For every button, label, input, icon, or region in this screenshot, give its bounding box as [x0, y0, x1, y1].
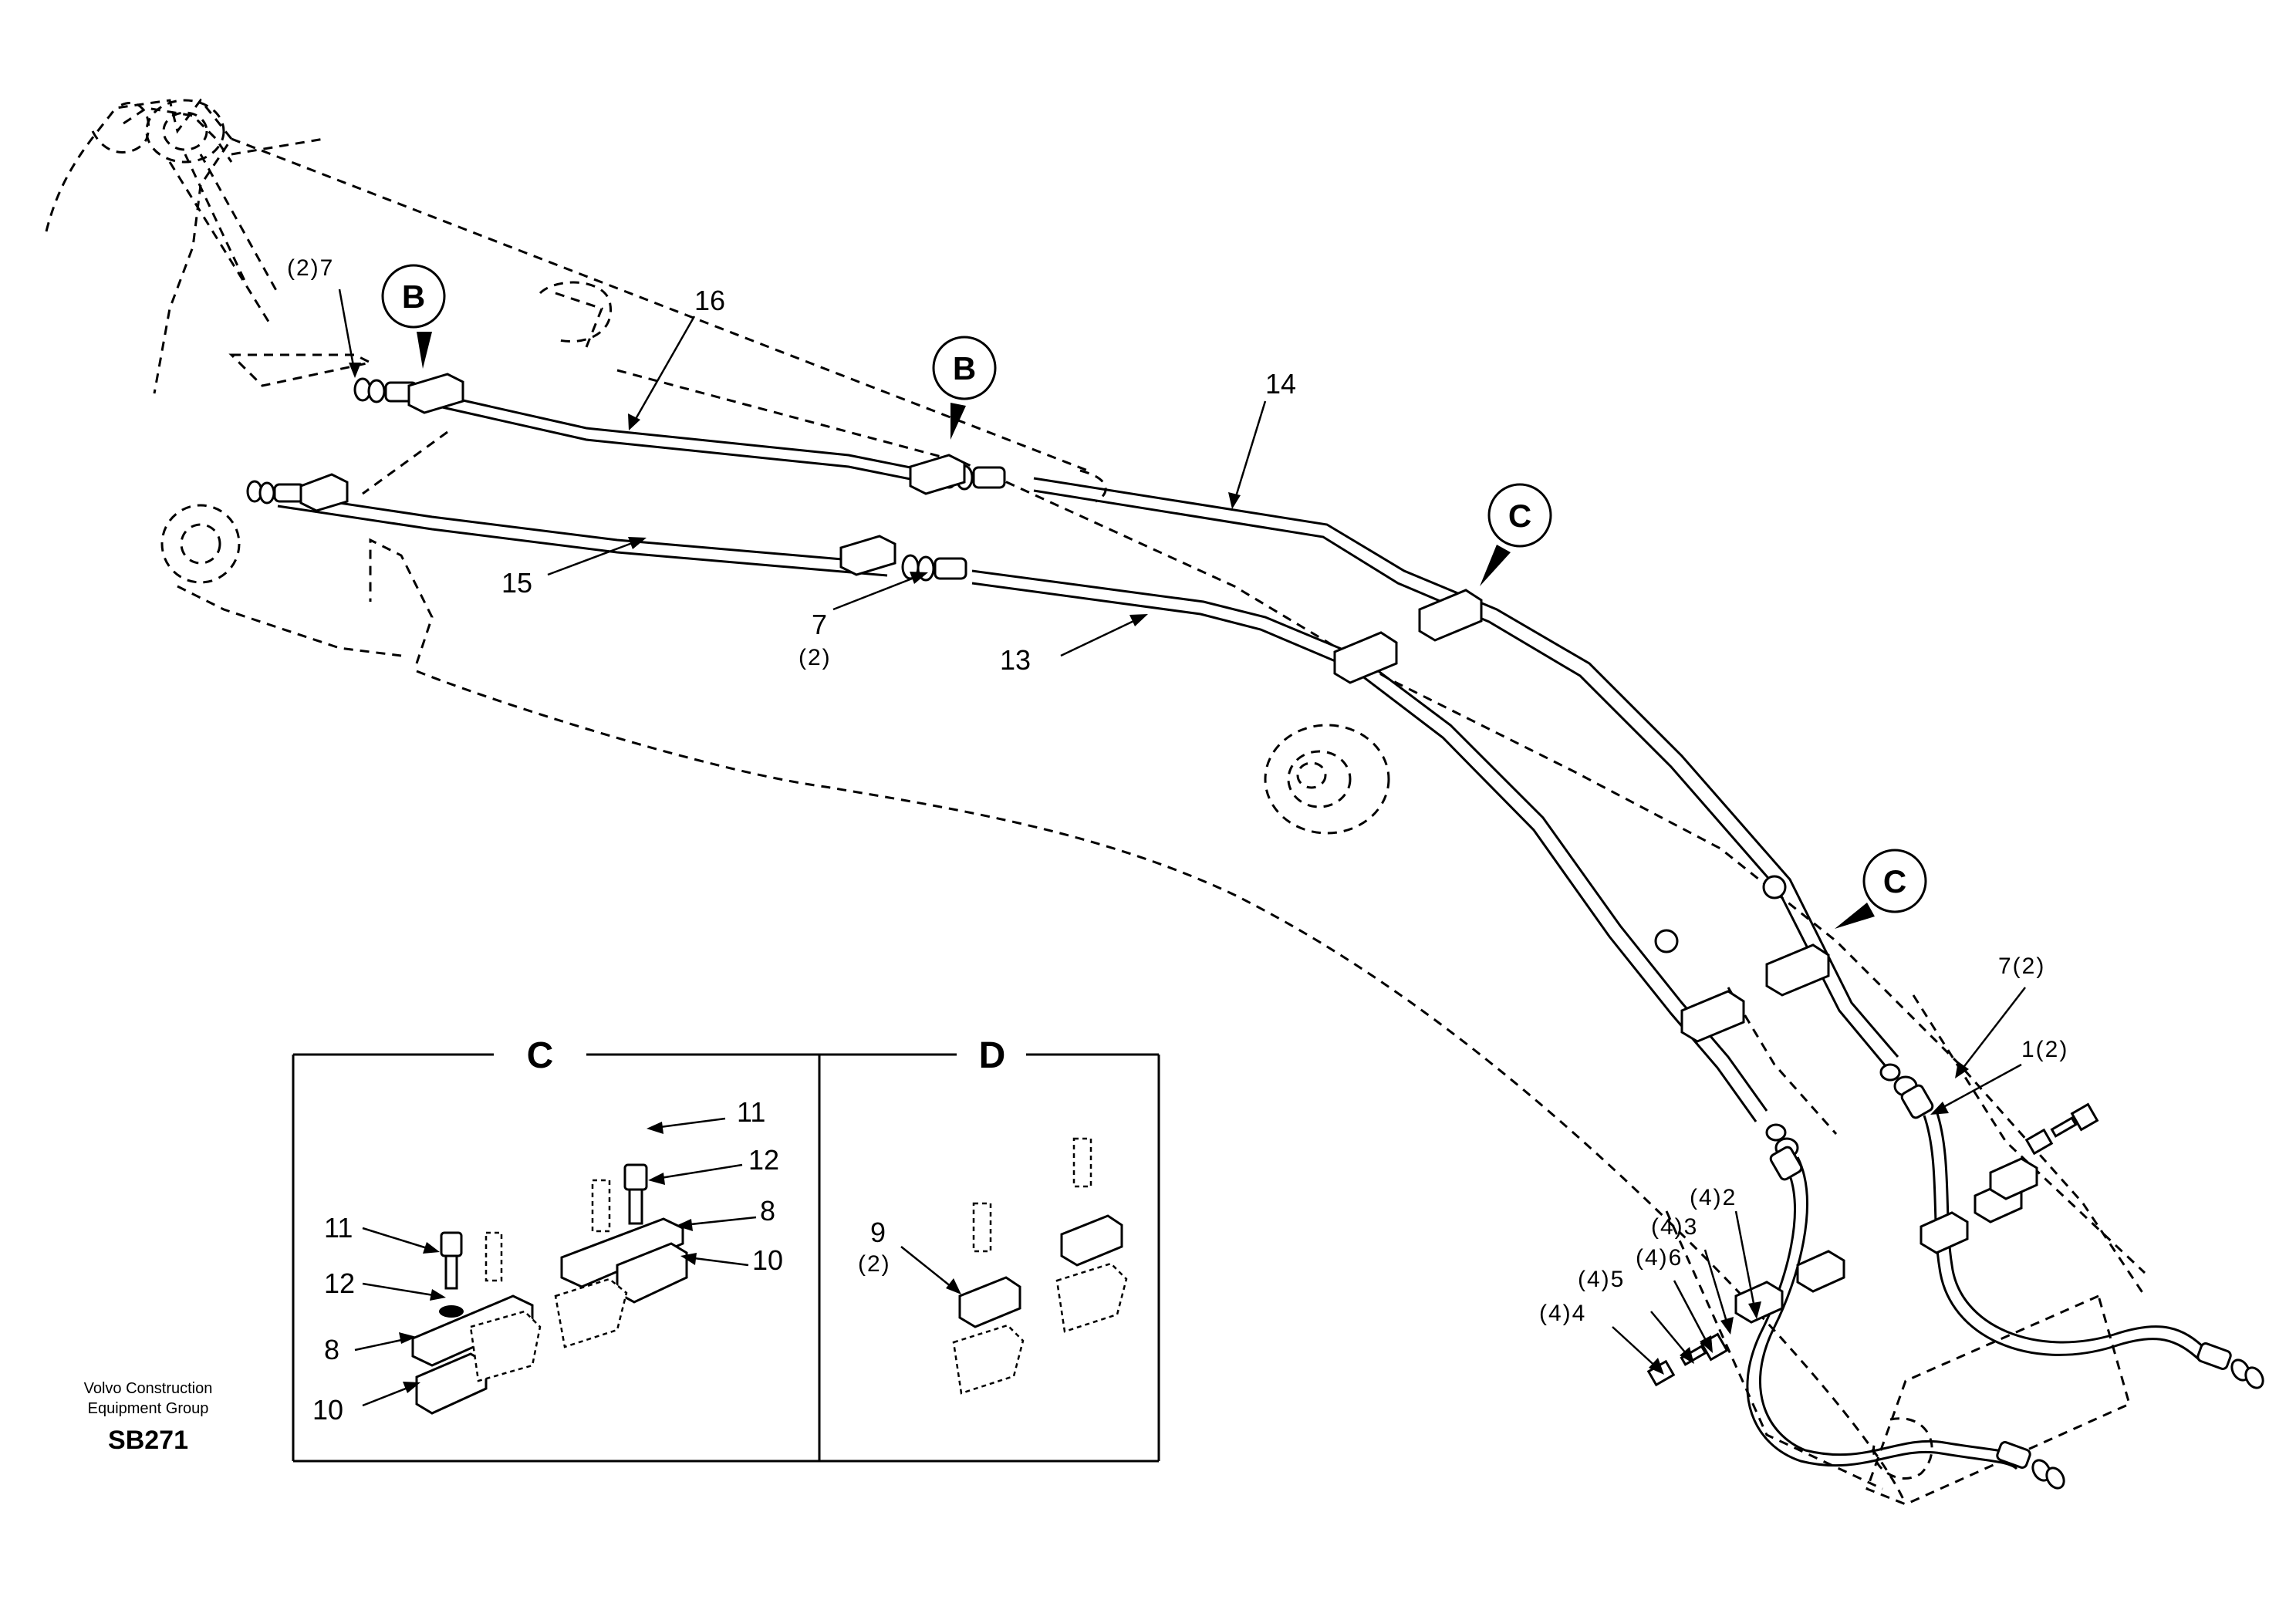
callout-13: 13 — [1000, 644, 1031, 676]
badge-b-left: B — [402, 278, 425, 315]
detail-c-label-8-left: 8 — [324, 1334, 339, 1365]
leader-lines — [338, 289, 2026, 1375]
detail-c-label-10-right: 10 — [752, 1244, 783, 1276]
detail-c-parts: 11 12 8 10 11 12 8 10 — [312, 1096, 783, 1426]
detail-panel: C D — [292, 1035, 1160, 1463]
stamp-code: SB271 — [108, 1426, 188, 1455]
detail-c-label-12-left: 12 — [324, 1267, 355, 1299]
detail-c-label-12-right: 12 — [748, 1144, 779, 1176]
callout-4-6: (4)6 — [1636, 1245, 1683, 1271]
callout-4-4: (4)4 — [1539, 1301, 1586, 1326]
detail-c-title: C — [527, 1035, 554, 1076]
detail-d-label-9: 9 — [870, 1217, 886, 1248]
callout-7: 7 — [812, 609, 827, 640]
stamp-line-1: Volvo Construction — [84, 1380, 213, 1397]
callout-7-qty: (2) — [799, 645, 832, 670]
publisher-stamp: Volvo Construction Equipment Group SB271 — [84, 1380, 213, 1455]
boom-outline — [45, 98, 2146, 1506]
detail-c-label-11-left: 11 — [324, 1212, 353, 1244]
hose-right — [1923, 1110, 2208, 1362]
badge-b-middle: B — [953, 350, 976, 386]
badge-c-lower: C — [1883, 863, 1906, 899]
fittings — [246, 373, 2264, 1490]
hose-left — [1746, 1156, 2023, 1470]
tube-16 — [431, 392, 927, 484]
section-badges: B B C C — [381, 264, 1927, 929]
callout-4-2: (4)2 — [1690, 1185, 1737, 1210]
callout-14: 14 — [1265, 368, 1296, 400]
detail-c-label-8-right: 8 — [760, 1195, 775, 1227]
callout-4-5: (4)5 — [1578, 1267, 1625, 1292]
detail-c-label-10-left: 10 — [312, 1394, 343, 1426]
tube-15 — [277, 492, 888, 577]
detail-d-parts: 9 (2) — [858, 1137, 1128, 1395]
callout-16: 16 — [694, 285, 725, 316]
badge-c-upper: C — [1508, 498, 1531, 534]
detail-c-label-11-right: 11 — [737, 1096, 765, 1128]
callout-2-7: (2)7 — [287, 255, 334, 281]
callout-7-2: 7(2) — [1998, 953, 2045, 979]
callout-4-3: (4)3 — [1651, 1214, 1698, 1240]
callout-15: 15 — [501, 567, 532, 599]
callout-labels: (2)7 16 14 15 7 (2) 13 7(2) 1(2) (4)2 (4… — [287, 255, 2068, 1326]
callout-1-2: 1(2) — [2021, 1037, 2068, 1062]
detail-d-title: D — [979, 1035, 1006, 1076]
stamp-line-2: Equipment Group — [88, 1400, 209, 1417]
detail-d-label-9-qty: (2) — [858, 1251, 891, 1277]
